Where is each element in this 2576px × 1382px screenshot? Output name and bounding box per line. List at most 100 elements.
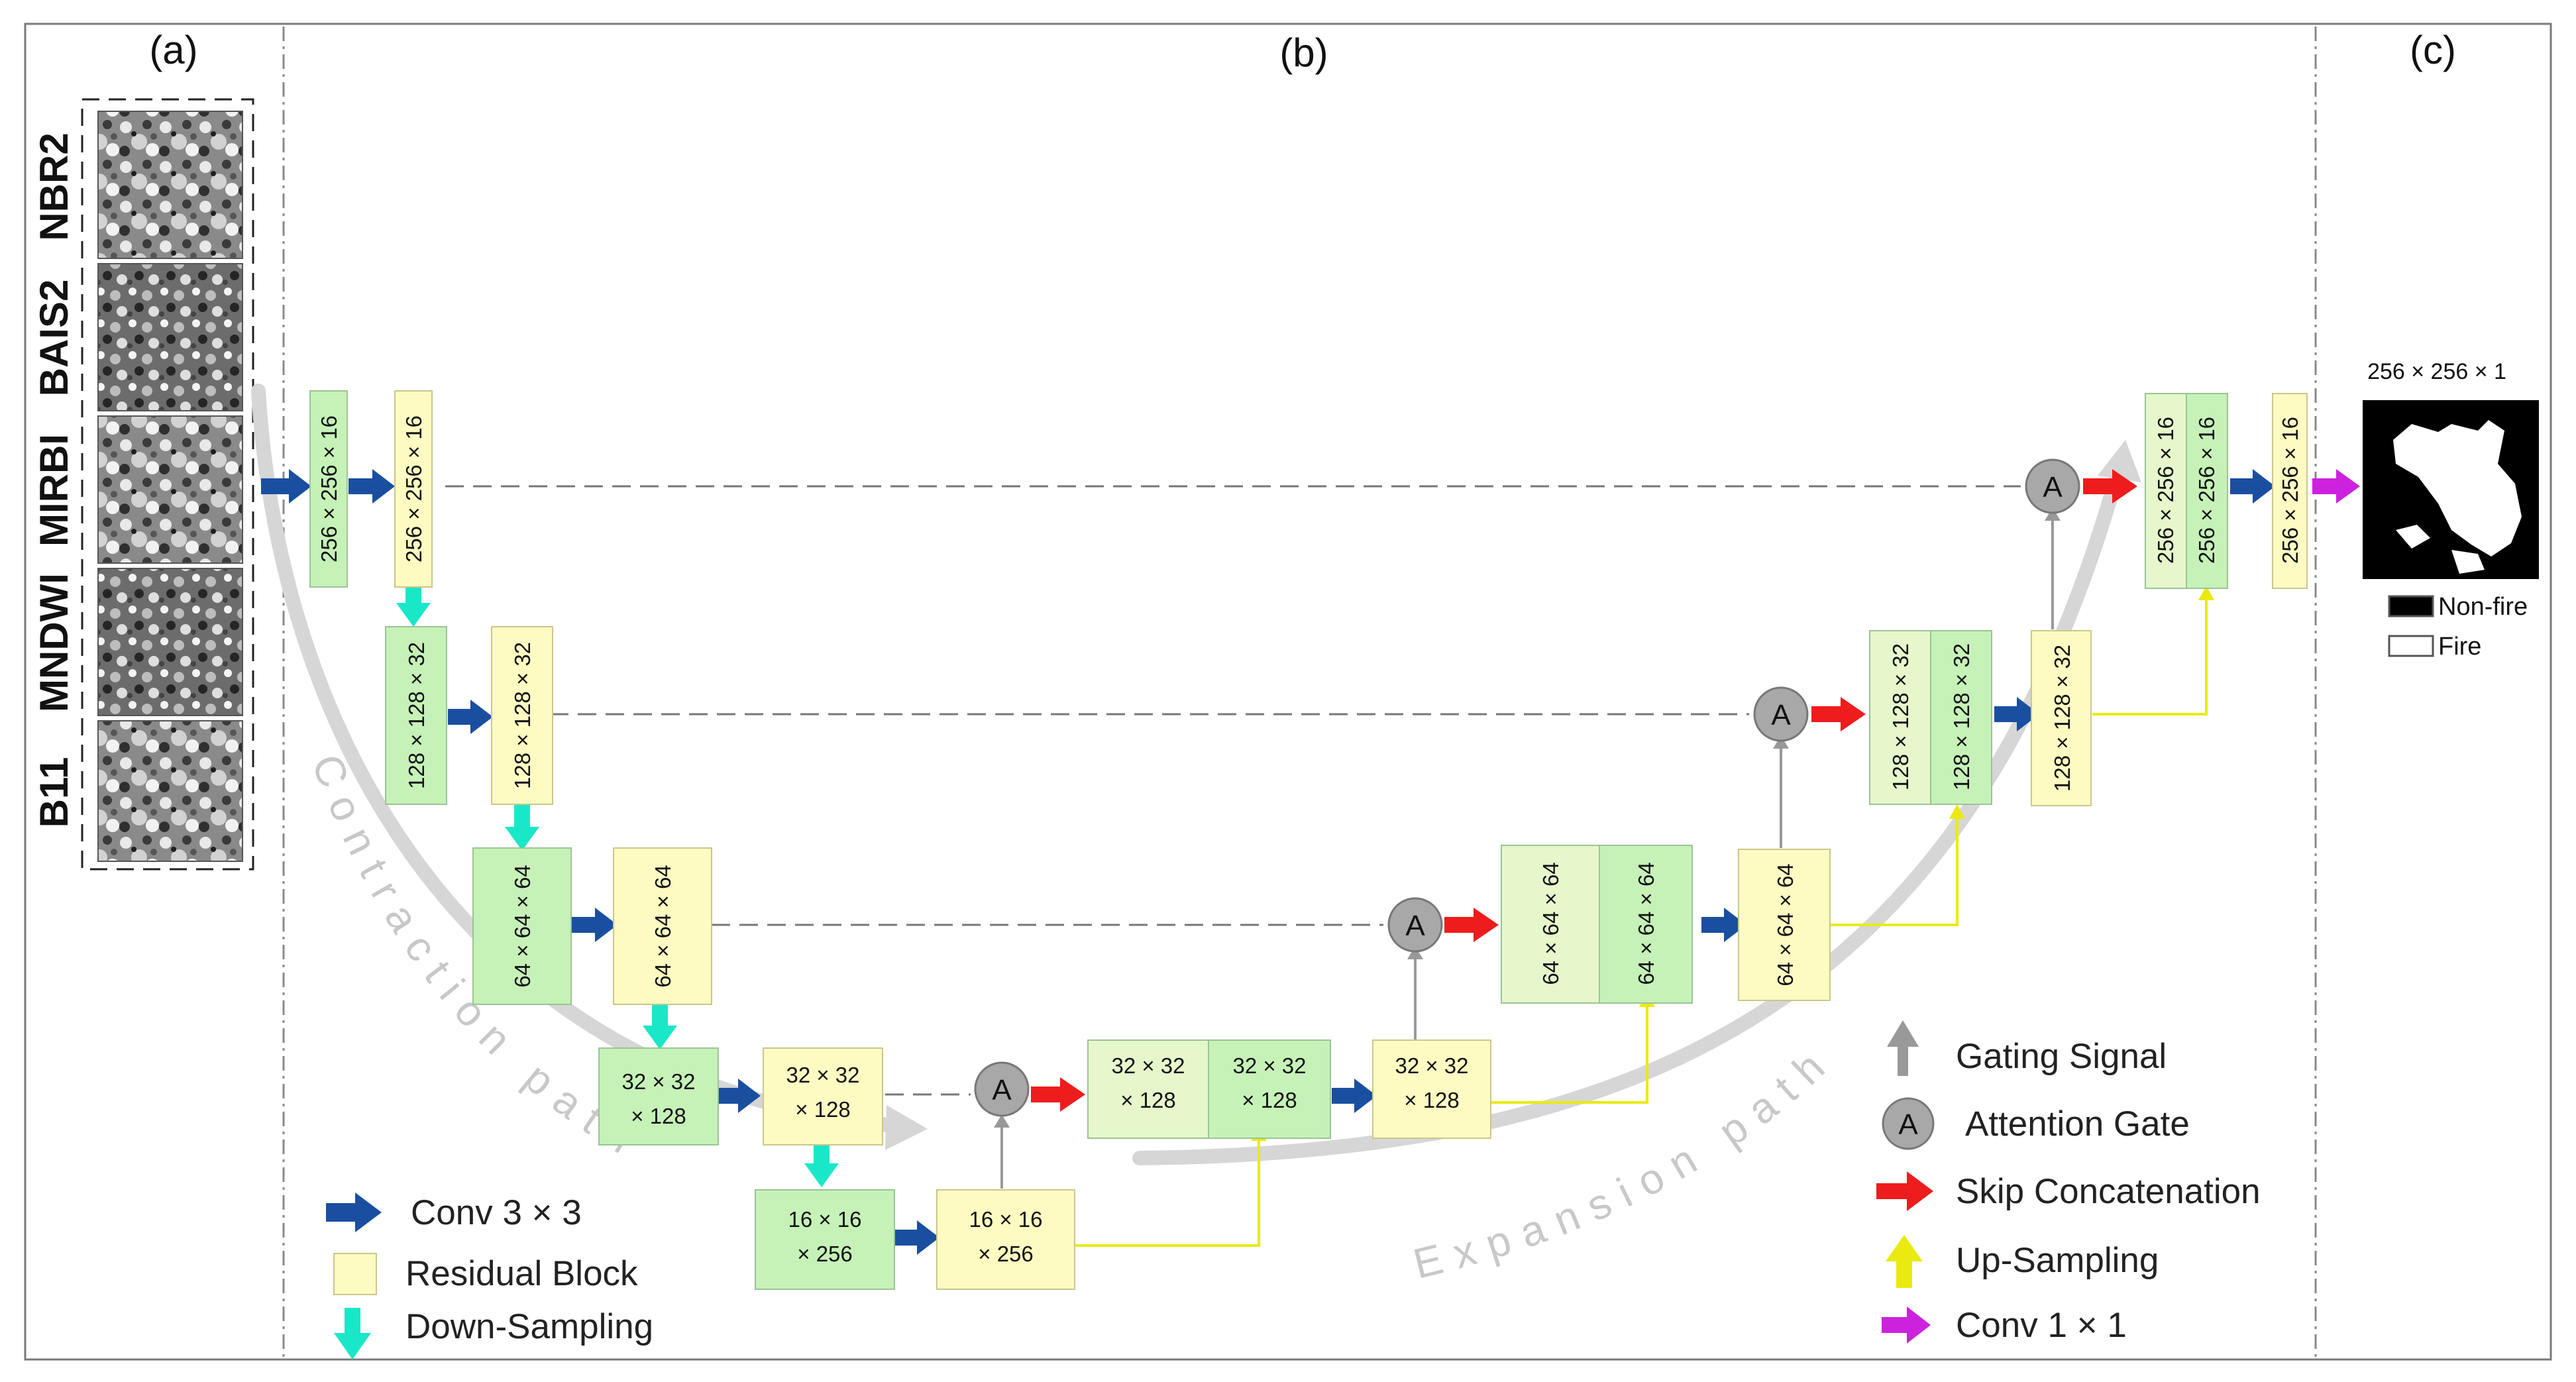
legend-icon-down bbox=[334, 1308, 371, 1359]
block-label-line1: 16 × 16 bbox=[788, 1207, 861, 1232]
block-label-line2: × 128 bbox=[795, 1097, 851, 1122]
upsample-head-dec2 bbox=[1949, 804, 1965, 819]
output-size-label: 256 × 256 × 1 bbox=[2367, 359, 2506, 384]
block-rect-a bbox=[2145, 393, 2187, 589]
legend-label-conv3: Conv 3 × 3 bbox=[411, 1193, 582, 1232]
conv-arrow-dec2 bbox=[1701, 908, 1746, 942]
block-label-line1: 32 × 32 bbox=[621, 1069, 695, 1094]
expansion-path-arrowhead bbox=[2098, 440, 2141, 482]
block-enc2-conv: 64 × 64 × 64 bbox=[472, 847, 572, 1005]
block-label: 256 × 256 × 16 bbox=[2278, 417, 2302, 564]
block-rect bbox=[309, 390, 348, 588]
block-label: 64 × 64 × 64 bbox=[1773, 863, 1798, 986]
block-label-line1: 32 × 32 bbox=[1395, 1053, 1468, 1078]
legend-label-attention: Attention Gate bbox=[1965, 1104, 2190, 1143]
legend-label-skip: Skip Concatenation bbox=[1956, 1172, 2261, 1211]
block-label-b: 128 × 128 × 32 bbox=[1949, 643, 1974, 790]
output-fire-mask bbox=[2363, 400, 2539, 579]
legend-icon-up bbox=[1886, 1235, 1923, 1288]
block-dec1-res: 128 × 128 × 32 bbox=[2031, 630, 2092, 806]
block-label-line2: × 128 bbox=[1404, 1088, 1460, 1112]
legend-swatch-fire bbox=[2388, 635, 2434, 657]
legend-label-fire: Fire bbox=[2438, 633, 2481, 661]
conv-arrow-enc0 bbox=[349, 469, 395, 504]
upsample-line-dec2 bbox=[1830, 815, 1959, 926]
block-label-a: 256 × 256 × 16 bbox=[2153, 417, 2178, 564]
block-label-b-line2: × 128 bbox=[1242, 1088, 1297, 1112]
block-rect bbox=[1372, 1039, 1491, 1139]
upsample-line-dec1 bbox=[2092, 596, 2208, 716]
attention-gate-circle bbox=[974, 1061, 1030, 1117]
panel-label-c: (c) bbox=[2410, 28, 2456, 72]
block-enc3-conv: 32 × 32 × 128 bbox=[598, 1047, 719, 1145]
down-arrow-1 bbox=[505, 804, 539, 851]
skip-arrow-level1 bbox=[1811, 697, 1866, 731]
gating-head-dec2 bbox=[1407, 946, 1423, 959]
block-rect-b bbox=[1930, 630, 1992, 805]
conv-arrow-input bbox=[261, 469, 311, 504]
legend-label-residual: Residual Block bbox=[405, 1254, 638, 1293]
band-label-b11: B11 bbox=[32, 757, 76, 828]
conv-arrow-bottleneck bbox=[894, 1220, 939, 1255]
output-mask-fire-region-small bbox=[2396, 525, 2430, 549]
block-label-b: 256 × 256 × 16 bbox=[2194, 417, 2219, 564]
legend-label-down: Down-Sampling bbox=[405, 1307, 653, 1346]
legend-icon-skip bbox=[1876, 1171, 1933, 1211]
block-rect-a bbox=[1501, 845, 1600, 1004]
legend-right: Gating Signal A Attention Gate Skip Conc… bbox=[1876, 1020, 2261, 1345]
skip-arrow-level0 bbox=[2083, 469, 2137, 504]
block-label-b-line1: 32 × 32 bbox=[1232, 1053, 1306, 1078]
attention-gate-letter: A bbox=[1771, 699, 1791, 731]
down-arrow-3 bbox=[804, 1143, 839, 1187]
block-label-a-line2: × 128 bbox=[1120, 1088, 1176, 1112]
block-label: 64 × 64 × 64 bbox=[651, 865, 675, 987]
block-rect bbox=[613, 847, 712, 1005]
band-image-nbr2 bbox=[97, 111, 243, 259]
down-arrow-2 bbox=[643, 1004, 677, 1049]
band-image-mndwi bbox=[97, 568, 243, 716]
conv-arrow-dec3 bbox=[1332, 1079, 1377, 1113]
block-rect bbox=[598, 1047, 719, 1145]
output-legend: Non-fire Fire bbox=[2388, 593, 2528, 661]
attention-gate-letter: A bbox=[2043, 471, 2063, 504]
band-label-mndwi: MNDWI bbox=[32, 573, 76, 712]
conv-arrow-dec1 bbox=[1994, 697, 2039, 731]
downsample-arrows bbox=[396, 580, 839, 1187]
attention-gate-letter: A bbox=[1405, 910, 1425, 942]
block-rect bbox=[755, 1189, 895, 1290]
skip-concat-arrows bbox=[1031, 469, 2137, 1112]
block-label-line2: × 256 bbox=[797, 1242, 853, 1266]
block-dec0-res: 256 × 256 × 16 bbox=[2272, 393, 2308, 589]
attention-gate-circle bbox=[1387, 897, 1443, 953]
block-label-line1: 16 × 16 bbox=[969, 1207, 1042, 1232]
block-rect bbox=[385, 626, 447, 805]
attention-gate-circle bbox=[1753, 686, 1809, 742]
legend-icon-conv1 bbox=[1882, 1306, 1931, 1344]
gating-head-dec0 bbox=[2045, 507, 2061, 521]
upsample-head-dec1 bbox=[2198, 586, 2214, 600]
contraction-path-arrowhead bbox=[885, 1105, 928, 1150]
block-label-a: 64 × 64 × 64 bbox=[1538, 862, 1563, 984]
block-dec0-concat: 256 × 256 × 16 256 × 256 × 16 bbox=[2145, 393, 2228, 589]
band-label-mirbi: MIRBI bbox=[32, 434, 76, 547]
block-label: 128 × 128 × 32 bbox=[2050, 645, 2074, 792]
block-rect bbox=[472, 847, 572, 1005]
block-label: 128 × 128 × 32 bbox=[510, 642, 535, 789]
block-enc3-res: 32 × 32 × 128 bbox=[763, 1047, 883, 1145]
gating-head-dec3 bbox=[994, 1114, 1010, 1128]
block-label: 256 × 256 × 16 bbox=[317, 415, 341, 562]
figure-frame bbox=[24, 23, 2552, 1361]
upsample-line-bottleneck bbox=[1075, 1137, 1260, 1247]
conv-arrow-enc2 bbox=[571, 908, 617, 942]
block-rect bbox=[491, 626, 553, 805]
skip-arrow-level2 bbox=[1444, 908, 1499, 942]
panel-label-a: (a) bbox=[149, 28, 197, 72]
block-enc0-conv: 256 × 256 × 16 bbox=[309, 390, 348, 588]
block-enc1-res: 128 × 128 × 32 bbox=[491, 626, 553, 805]
block-dec3-res: 32 × 32 × 128 bbox=[1372, 1039, 1491, 1139]
block-bottleneck-conv: 16 × 16 × 256 bbox=[755, 1189, 895, 1290]
attention-gate-dec3: A bbox=[974, 1061, 1030, 1117]
contraction-path-curve bbox=[251, 384, 908, 1134]
block-rect bbox=[394, 390, 433, 588]
